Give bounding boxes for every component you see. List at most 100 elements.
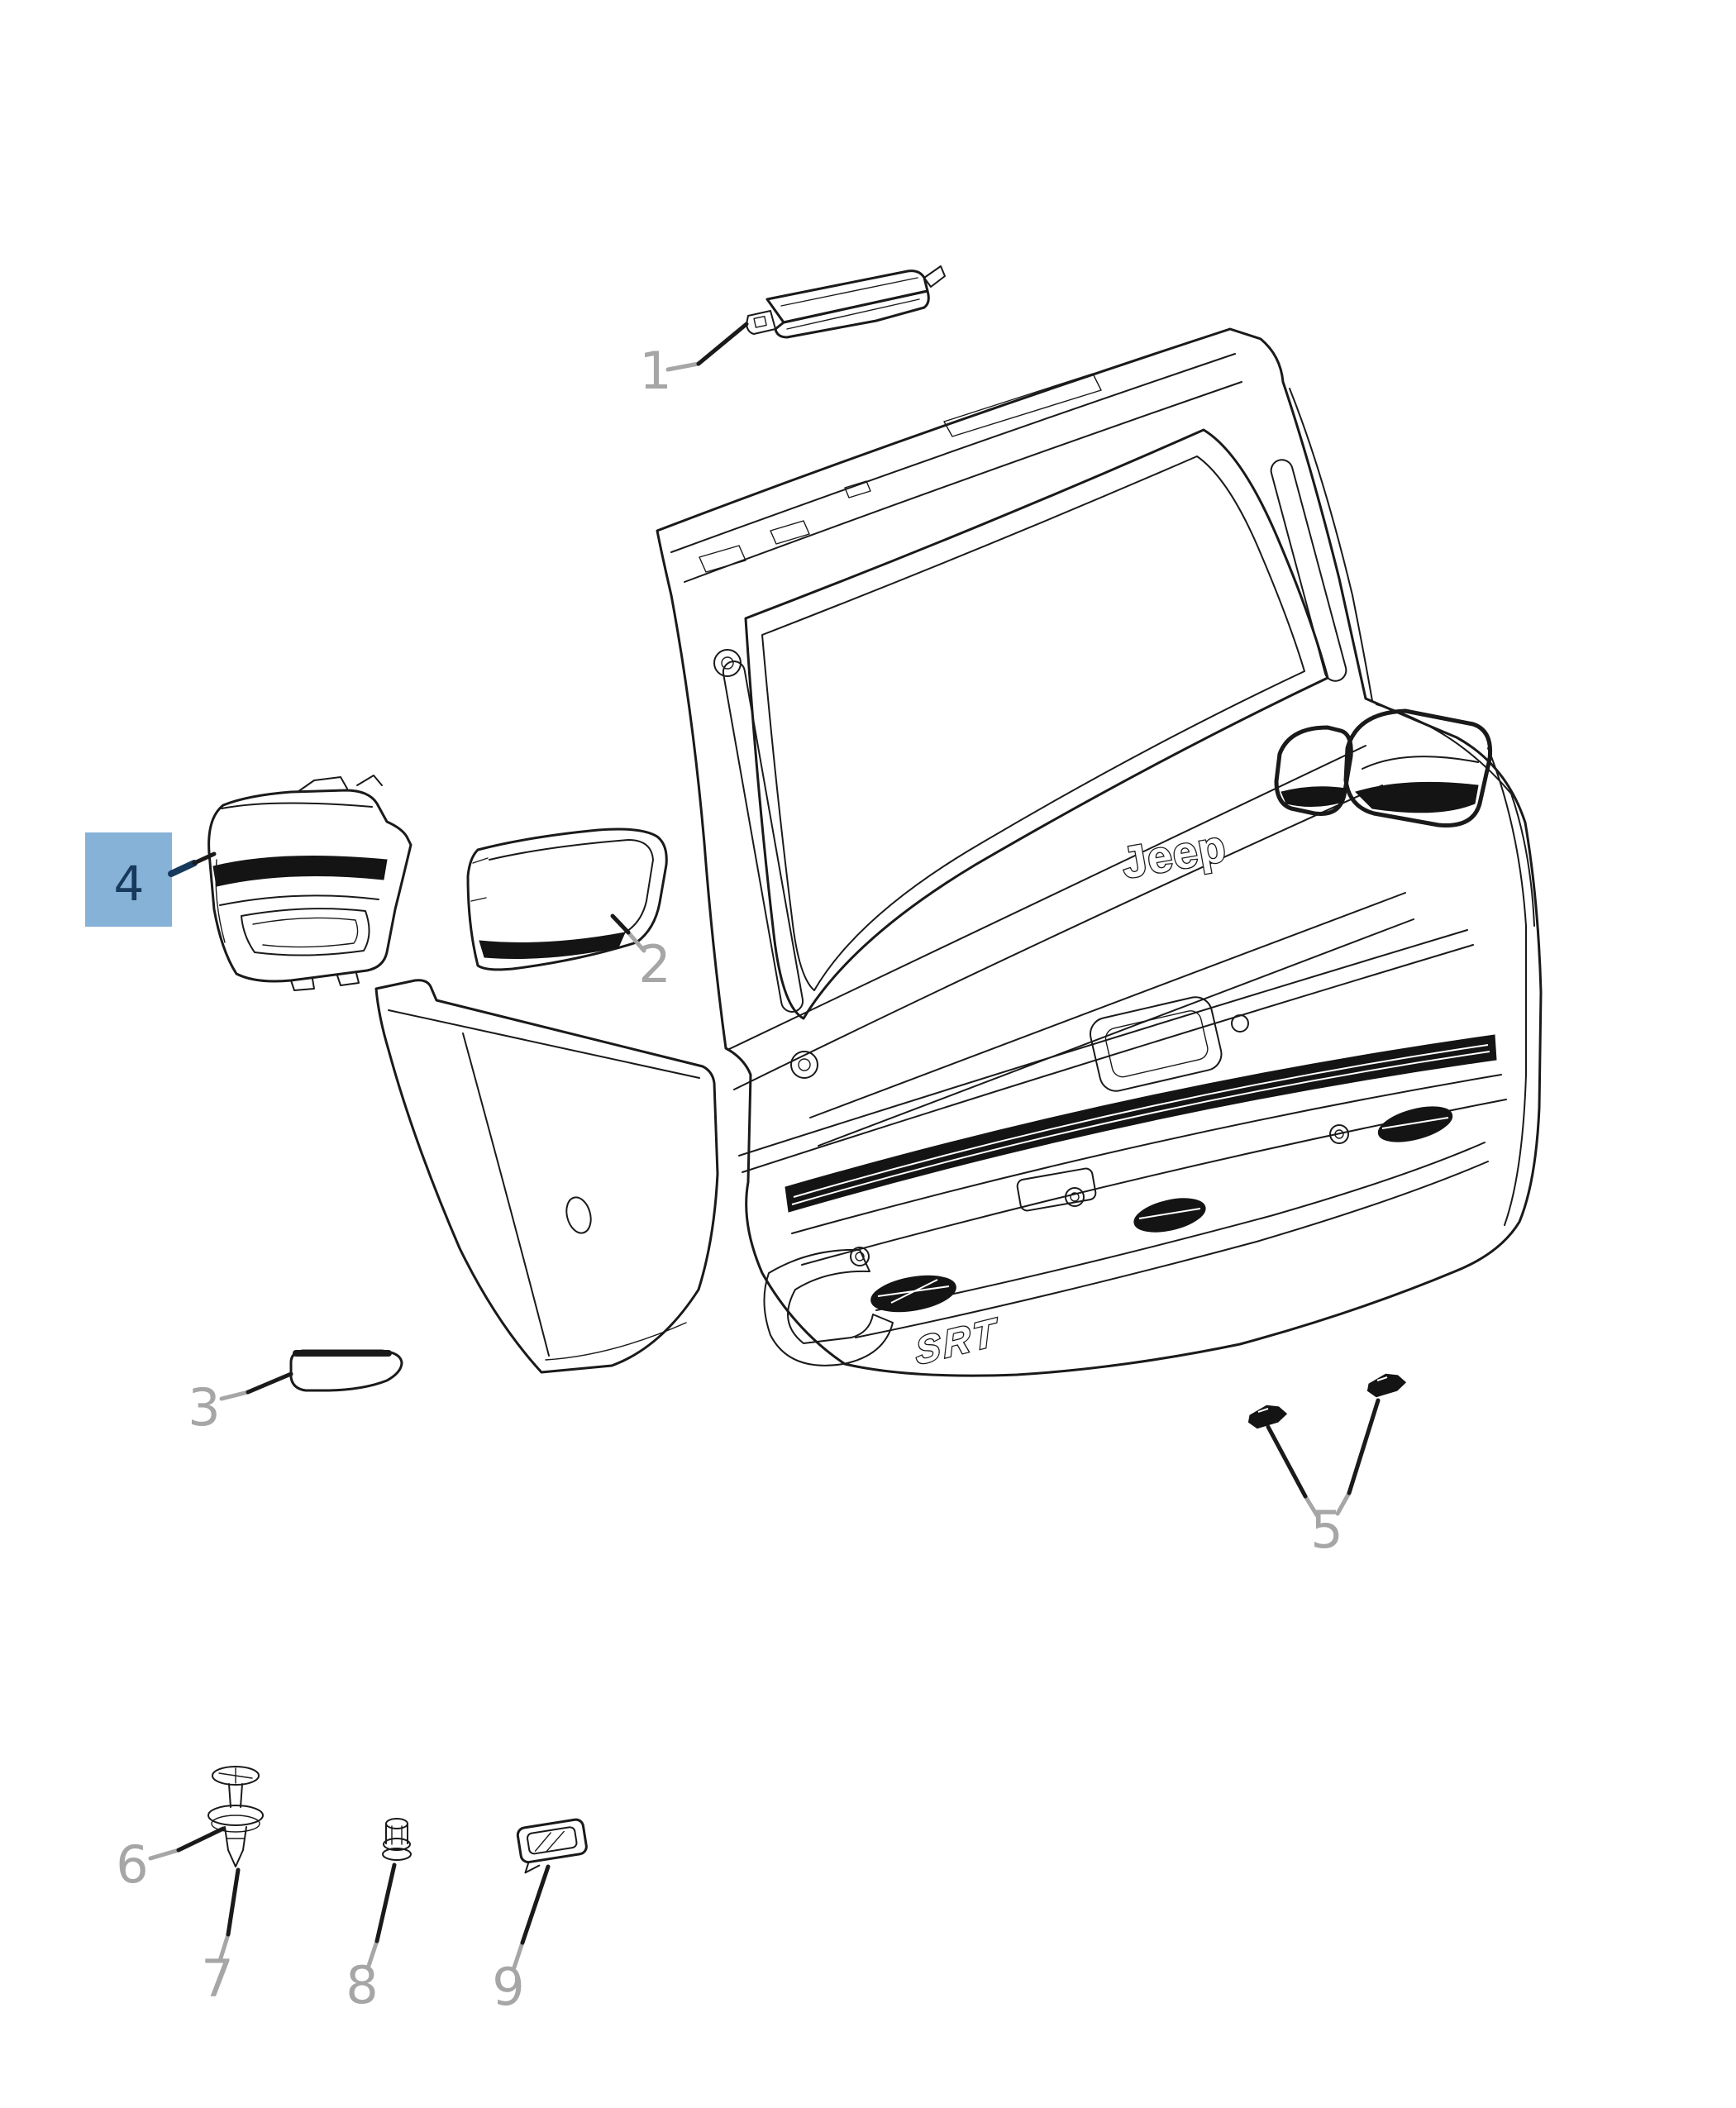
washer-nozzle [844,480,871,498]
vehicle-rear-drawing: Jeep SRT [656,327,1543,1377]
pin-barrel [224,1826,247,1851]
chmsl-seam-1 [780,277,918,307]
chmsl-front-face [774,289,930,339]
callout-5-leader-gray-left [1303,1494,1319,1518]
wiper-pivot-inner [798,1058,811,1071]
chmsl-pocket [943,373,1102,437]
srt-badge: SRT [913,1309,1001,1375]
inner-tail-lamp-part [466,827,668,971]
callout-1-leader-gray [665,361,701,372]
mesh-hatch-left [877,1279,950,1304]
callout-5[interactable]: 5 [1266,1398,1381,1560]
rear-window-inner [761,455,1305,991]
callout-3-leader [246,1371,293,1395]
rear-window-outer [744,428,1329,1020]
callout-9[interactable]: 9 [492,1864,551,2017]
outer-lamp-tab-1 [297,776,348,793]
pocket-inner [1104,1010,1209,1078]
outer-lamp-pocket-inner [252,917,359,948]
nut-washer [382,1848,412,1861]
corner-piece-bottom-line [545,1322,687,1361]
callout-2[interactable]: 2 [610,913,671,994]
corner-piece-slot [565,1196,592,1234]
park-sensor-3 [1329,1124,1349,1144]
pin-flange [207,1805,264,1826]
inner-lamp-edge-1 [472,857,489,864]
callout-3-leader-gray [219,1390,250,1401]
dpillar-line [1289,388,1373,702]
corner-piece-crease [462,1033,550,1357]
liftgate-crease-1 [727,745,1366,1051]
callout-3[interactable]: 3 [188,1371,293,1438]
step-pad-hatch-2 [791,1051,1490,1205]
callout-9-leader [520,1864,551,1945]
corner-piece-top-inner [388,1009,700,1079]
license-lamp-foot [524,1861,541,1874]
callout-1[interactable]: 1 [639,322,749,401]
callout-6[interactable]: 6 [116,1826,226,1895]
outer-lamp-band-line [219,894,379,906]
license-lamp-part [516,1818,588,1874]
bumper-line-1 [791,1074,1502,1234]
callout-2-leader [610,913,631,935]
callout-5-leader-gray-right [1335,1490,1352,1516]
srt-badge-text: SRT [914,1309,1000,1373]
callout-2-number: 2 [638,934,670,994]
seam-line-1 [738,929,1468,1157]
glass-slot-left [722,661,804,1013]
callout-1-number: 1 [639,341,671,401]
corner-fascia-piece [374,979,719,1374]
clip-left-slot [1257,1408,1269,1413]
nut-top [385,1818,408,1829]
chmsl-seam-2 [786,298,920,330]
callout-5-leader-right [1347,1398,1381,1495]
grommet-inner [721,656,734,670]
callout-4-number: 4 [114,856,145,912]
license-lamp-hatch [534,1830,565,1852]
quarter-line [1376,703,1535,927]
callout-7[interactable]: 7 [201,1867,241,2009]
callout-8-leader-gray [366,1939,379,1968]
callout-4-highlight-box [85,832,172,927]
nut-facets [391,1825,403,1845]
spoiler-upper-line [670,353,1236,553]
mounted-inner-lamp [1274,725,1353,817]
callout-7-leader [226,1867,241,1937]
park-sensor-1 [850,1247,870,1266]
callout-2-leader-gray [626,930,646,953]
chmsl-bracket-slot [753,315,767,328]
callout-8-leader [374,1862,397,1943]
callout-7-leader-gray [217,1932,231,1963]
callout-8[interactable]: 8 [346,1862,397,2015]
clip-parts [1247,1373,1407,1429]
mounted-outer-lamp-lens [1355,781,1479,813]
callout-5-number: 5 [1310,1500,1343,1560]
bumper-corner-seam [1487,747,1527,1226]
wheel-arch-curl [763,1248,894,1366]
vehicle-outline [656,327,1543,1377]
nut-part [382,1818,412,1861]
license-handle-pocket [1090,996,1223,1092]
park-sensor-1b [855,1252,865,1261]
inner-lamp-lens [479,932,626,959]
diffuser-line-1 [855,1161,1489,1338]
outer-lamp-top-face [221,802,373,809]
step-pad-hatch-1 [793,1044,1489,1198]
chmsl-end-flag [923,265,946,288]
mounted-inner-lamp-lens [1281,786,1347,808]
outer-lamp-tab-2 [356,775,383,786]
callout-4-highlighted[interactable]: 4 [85,832,217,927]
pin-neck [228,1783,243,1808]
inner-lamp-inner-line [489,839,654,933]
outer-lamp-left-line [215,859,226,943]
callout-4-leader-navy [168,860,198,877]
outer-lamp-foot-1 [290,978,315,991]
callout-1-leader [696,322,749,366]
clip-right [1366,1373,1407,1398]
license-lamp-window [527,1826,578,1855]
outer-lamp-pocket [241,908,370,956]
mounted-outer-lamp-line [1362,756,1479,770]
push-pin-part [207,1766,264,1867]
mesh-hatch-mid [1138,1208,1201,1219]
